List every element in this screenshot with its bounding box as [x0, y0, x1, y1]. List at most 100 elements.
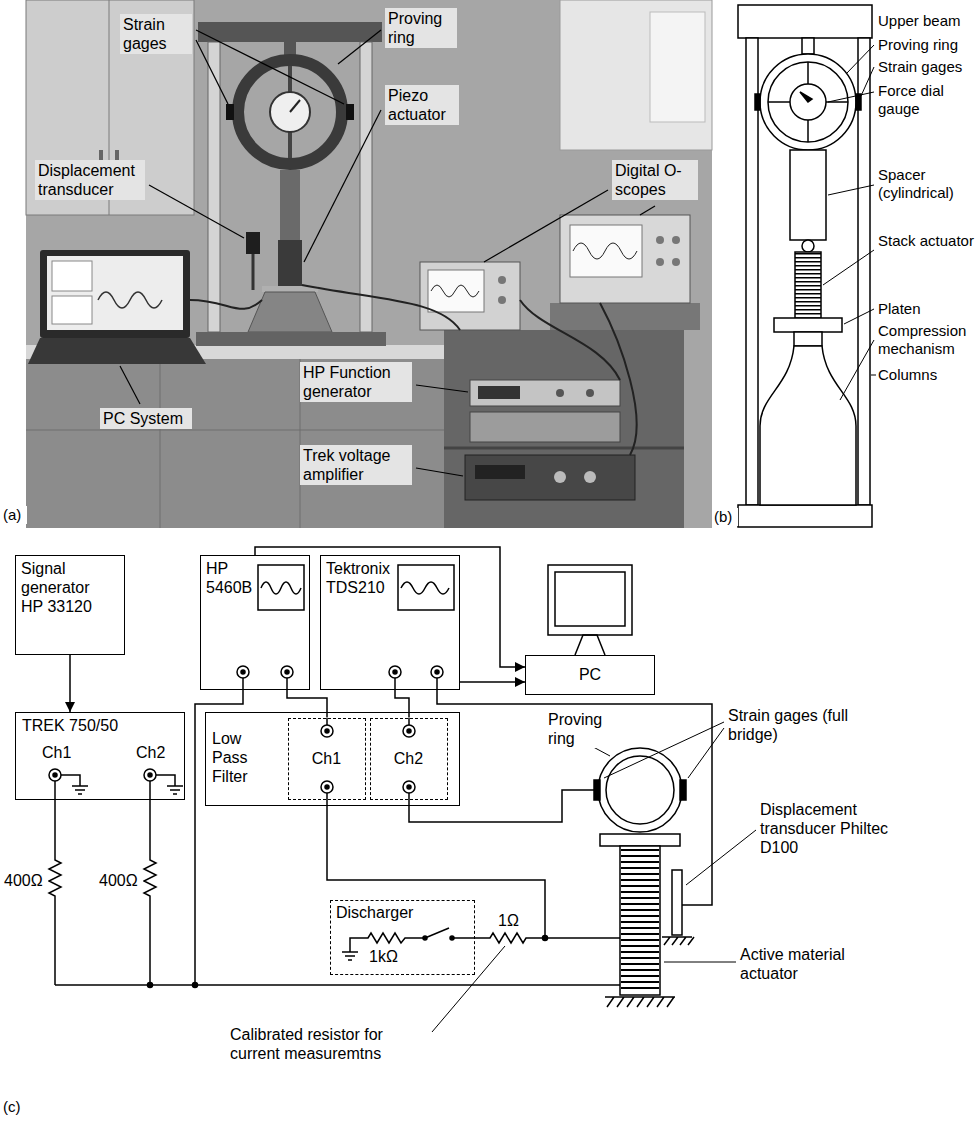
test-frame-schematic — [760, 346, 856, 505]
photo-callout: Strain gages — [120, 14, 192, 54]
discharger-box: Discharger1kΩ — [330, 900, 475, 975]
lab-photo — [556, 389, 564, 397]
photo-callout: Proving ring — [385, 8, 457, 48]
part-label: Upper beam — [878, 12, 974, 30]
leader-line — [640, 206, 655, 215]
lab-photo — [584, 471, 596, 483]
leader-line — [120, 30, 655, 476]
circuit-wiring — [605, 997, 675, 1007]
lab-photo — [160, 359, 161, 528]
circuit-wiring — [452, 933, 620, 943]
leader-line — [120, 366, 140, 404]
circuit-wiring — [389, 666, 401, 678]
leader-line — [432, 722, 756, 1032]
test-frame-schematic — [738, 505, 872, 527]
photo-callout: Piezo actuator — [385, 85, 459, 125]
leader-line — [688, 728, 724, 778]
resistor-value: 400Ω — [4, 871, 48, 890]
lab-photo — [420, 262, 520, 330]
test-frame-schematic — [856, 94, 861, 110]
circuit-wiring — [144, 769, 156, 781]
leader-line — [338, 30, 381, 64]
leader-line — [484, 190, 608, 262]
lab-photo — [360, 42, 372, 332]
circuit-wiring — [425, 928, 449, 938]
lab-photo — [26, 0, 712, 528]
lab-photo — [226, 104, 234, 120]
lab-photo — [431, 285, 479, 297]
leader-line — [828, 92, 874, 102]
oscilloscope-box: HP 5460B — [200, 555, 310, 690]
lab-photo — [252, 254, 255, 290]
leader-line — [304, 110, 381, 262]
instrument-name: TREK 750/50 — [22, 716, 118, 735]
circuit-wiring — [543, 936, 548, 941]
test-frame-schematic — [790, 84, 826, 120]
part-label: Active material actuator — [740, 945, 868, 983]
lab-photo — [554, 471, 566, 483]
signal-wire — [255, 547, 525, 667]
test-frame-schematic — [790, 150, 826, 240]
lab-photo — [302, 285, 460, 330]
circuit-wiring — [327, 793, 545, 938]
lab-photo — [570, 225, 642, 277]
lab-photo — [470, 380, 620, 406]
test-frame-schematic — [802, 240, 814, 252]
circuit-wiring — [148, 983, 153, 988]
part-label: Proving ring — [878, 36, 974, 54]
leader-line — [828, 185, 874, 195]
leader-line — [846, 45, 874, 74]
circuit-wiring — [435, 670, 439, 674]
circuit-wiring — [237, 666, 249, 678]
lab-photo — [52, 261, 92, 291]
amplifier-box: TREK 750/50Ch1Ch2 — [15, 712, 185, 800]
photo-callout: HP Function generator — [300, 362, 412, 402]
leader-line — [416, 385, 468, 392]
oscilloscope-box: Tektronix TDS210 — [320, 555, 460, 690]
lab-photo — [238, 60, 342, 164]
circuit-wiring — [620, 846, 660, 995]
part-label: Strain gages — [878, 58, 974, 76]
component-name: Discharger — [336, 903, 413, 922]
part-label: Platen — [878, 300, 974, 318]
photo-callout: Displacement transducer — [35, 160, 145, 200]
lab-photo — [270, 92, 310, 132]
instrument-name: PC — [579, 665, 601, 684]
instrument-name: Signal generator HP 33120 — [16, 556, 118, 620]
test-frame-schematic — [800, 92, 812, 102]
lab-photo — [465, 455, 635, 500]
test-frame-schematic — [795, 253, 821, 317]
instrument-name: Low Pass Filter — [212, 729, 260, 787]
signal-wire — [287, 690, 327, 718]
circuit-wiring — [258, 565, 304, 610]
circuit-wiring — [49, 565, 712, 1007]
test-frame-schematic — [755, 94, 760, 110]
lab-photo — [498, 276, 506, 284]
signal-wire — [69, 655, 71, 712]
lab-photo — [278, 240, 302, 288]
lab-photo — [26, 0, 194, 215]
lab-photo — [26, 359, 444, 528]
circuit-wiring — [148, 773, 152, 777]
leader-line — [196, 40, 228, 104]
instrument-name: HP 5460B — [201, 556, 267, 600]
lab-photo — [656, 236, 664, 244]
test-frame-schematic — [774, 318, 842, 332]
connector-group — [70, 547, 525, 718]
test-frame-schematic — [738, 5, 872, 38]
leader-line — [823, 250, 874, 285]
circuit-wiring — [621, 849, 659, 993]
lab-photo — [290, 100, 300, 112]
circuit-wiring — [555, 572, 625, 626]
circuit-wiring — [286, 678, 288, 690]
part-label: Force dial gauge — [878, 82, 974, 118]
resistor-value: 1Ω — [498, 911, 528, 930]
lab-photo — [246, 232, 260, 254]
part-label: Spacer (cylindrical) — [878, 166, 974, 202]
circuit-wiring — [403, 781, 415, 793]
channel-name: Ch1 — [312, 749, 341, 768]
channel-name: Ch2 — [394, 749, 423, 768]
lab-photo — [428, 270, 484, 312]
lab-photo — [672, 236, 680, 244]
test-frame-schematic — [795, 252, 821, 318]
